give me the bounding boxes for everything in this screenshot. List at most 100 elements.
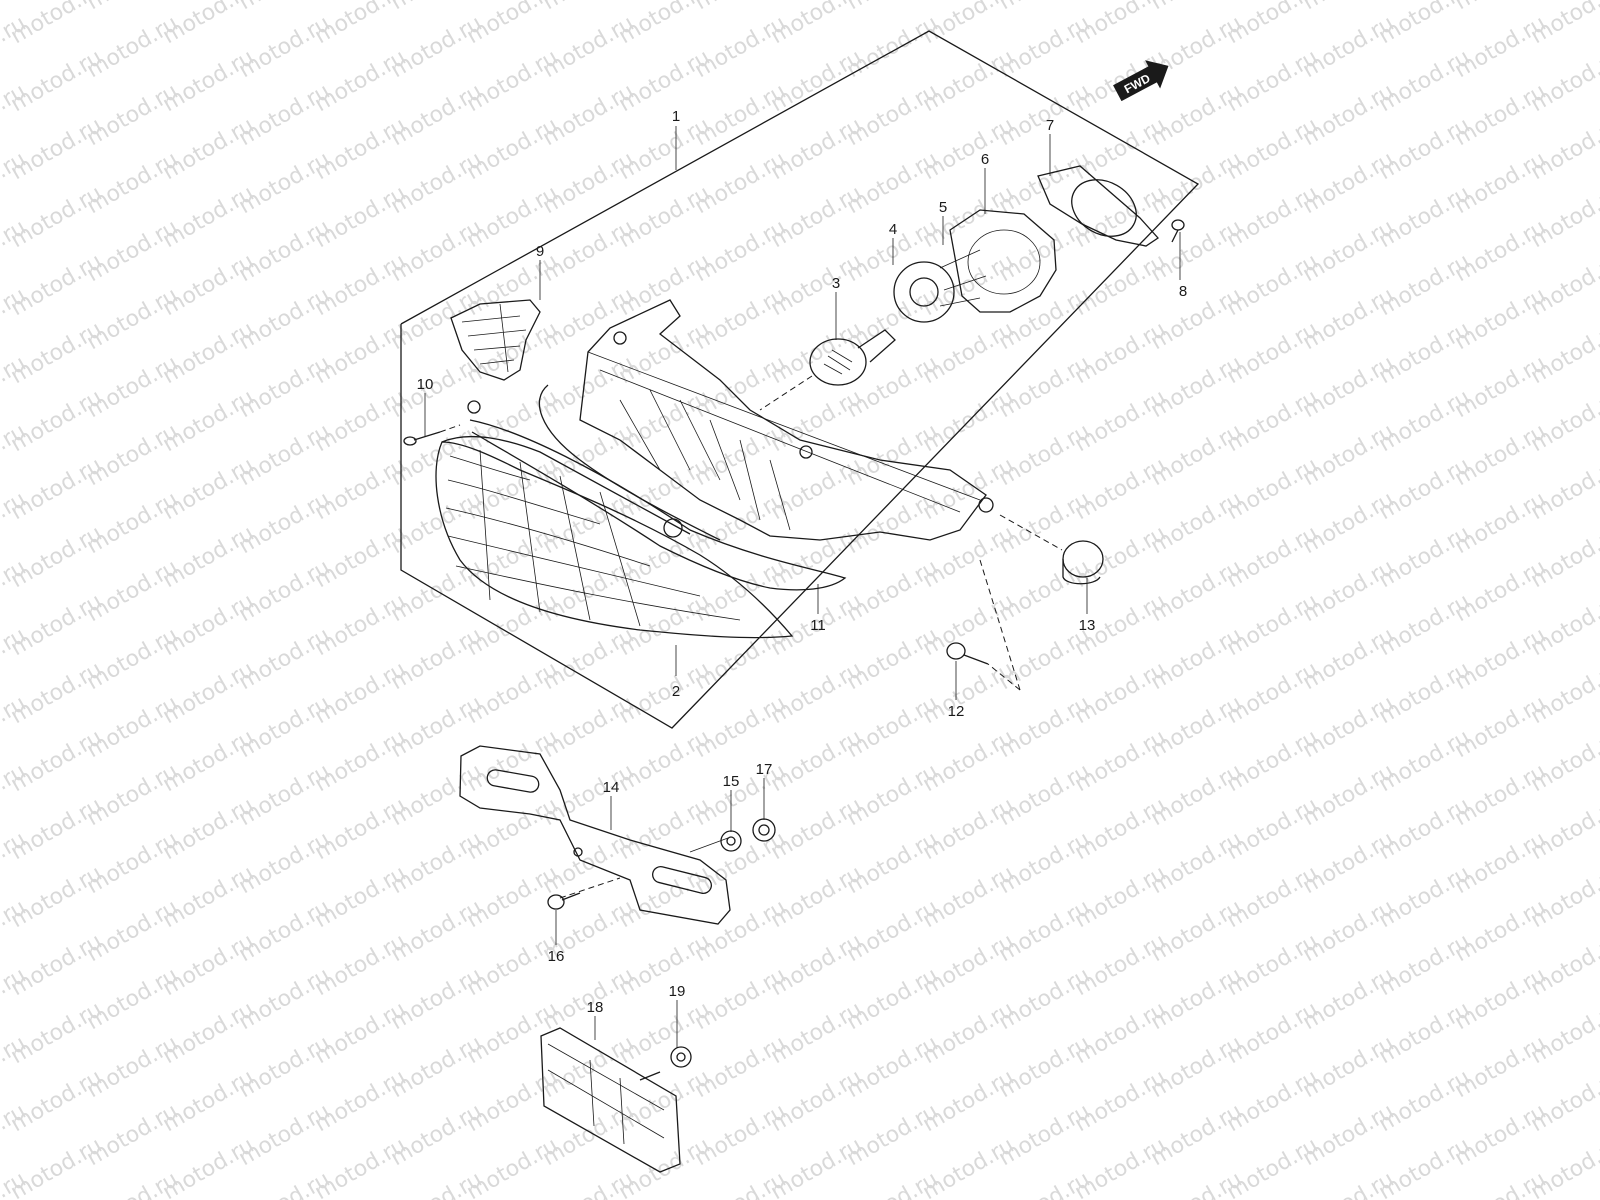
callout-19: 19: [669, 983, 686, 1000]
watermark-text: motod.ru: [1451, 691, 1551, 763]
watermark-text: motod.ru: [235, 895, 335, 967]
watermark-text: motod.ru: [1147, 555, 1247, 627]
watermark-text: motod.ru: [539, 283, 639, 355]
watermark-text: motod.ru: [691, 1167, 791, 1200]
watermark-text: motod.ru: [387, 827, 487, 899]
watermark-text: motod.ru: [387, 11, 487, 83]
tail-lamp-lens: [435, 436, 794, 639]
watermark-text: motod.ru: [235, 827, 335, 899]
watermark-text: motod.ru: [463, 793, 563, 865]
watermark-text: motod.ru: [311, 249, 411, 321]
watermark-text: motod.ru: [7, 385, 107, 457]
watermark-text: motod.ru: [615, 317, 715, 389]
watermark-text: motod.ru: [463, 45, 563, 117]
watermark-text: motod.ru: [767, 249, 867, 321]
watermark-text: motod.ru: [463, 929, 563, 1001]
watermark-text: motod.ru: [767, 521, 867, 593]
watermark-text: motod.ru: [159, 929, 259, 1001]
watermark-text: motod.ru: [7, 997, 107, 1069]
watermark-text: motod.ru: [1299, 1031, 1399, 1103]
watermark-text: motod.ru: [995, 215, 1095, 287]
watermark-text: motod.ru: [1451, 895, 1551, 967]
watermark-text: motod.ru: [843, 487, 943, 559]
watermark-text: motod.ru: [615, 453, 715, 525]
watermark-text: motod.ru: [7, 249, 107, 321]
watermark-text: motod.ru: [159, 793, 259, 865]
watermark-text: motod.ru: [767, 181, 867, 253]
watermark-text: motod.ru: [1299, 963, 1399, 1035]
watermark-text: motod.ru: [7, 453, 107, 525]
watermark-text: motod.ru: [1375, 725, 1475, 797]
watermark-text: motod.ru: [387, 623, 487, 695]
watermark-text: motod.ru: [235, 11, 335, 83]
watermark-text: motod.ru: [1375, 181, 1475, 253]
watermark-text: motod.ru: [691, 691, 791, 763]
watermark-text: motod.ru: [767, 113, 867, 185]
watermark-text: motod.ru: [691, 11, 791, 83]
watermark-text: motod.ru: [1223, 589, 1323, 661]
watermark-text: motod.ru: [235, 79, 335, 151]
watermark-text: motod.ru: [1071, 385, 1171, 457]
watermark-text: motod.ru: [919, 793, 1019, 865]
watermark-text: motod.ru: [159, 453, 259, 525]
watermark-text: motod.ru: [159, 589, 259, 661]
watermark-text: motod.ru: [1147, 963, 1247, 1035]
watermark-text: motod.ru: [387, 79, 487, 151]
watermark-text: motod.ru: [1375, 997, 1475, 1069]
watermark-text: motod.ru: [235, 419, 335, 491]
watermark-text: motod.ru: [539, 691, 639, 763]
watermark-text: motod.ru: [843, 895, 943, 967]
lens-gasket: [469, 384, 847, 591]
callout-2: 2: [672, 683, 680, 700]
watermark-text: motod.ru: [1071, 317, 1171, 389]
watermark-text: motod.ru: [615, 929, 715, 1001]
watermark-text: motod.ru: [995, 1031, 1095, 1103]
watermark-text: motod.ru: [691, 895, 791, 967]
watermark-text: motod.ru: [1451, 623, 1551, 695]
watermark-text: motod.ru: [1071, 1065, 1171, 1137]
watermark-text: motod.ru: [1299, 147, 1399, 219]
watermark-text: motod.ru: [1451, 351, 1551, 423]
watermark-text: motod.ru: [995, 351, 1095, 423]
watermark-text: motod.ru: [1299, 283, 1399, 355]
watermark-text: motod.ru: [7, 861, 107, 933]
washer: [720, 830, 742, 852]
watermark-text: motod.ru: [1375, 249, 1475, 321]
watermark-text: motod.ru: [843, 691, 943, 763]
watermark-text: motod.ru: [767, 317, 867, 389]
callout-1: 1: [672, 108, 680, 125]
watermark-text: motod.ru: [691, 487, 791, 559]
watermark-text: motod.ru: [919, 521, 1019, 593]
watermark-text: motod.ru: [995, 147, 1095, 219]
callout-11: 11: [810, 617, 826, 634]
watermark-text: motod.ru: [615, 589, 715, 661]
watermark-text: motod.ru: [83, 1031, 183, 1103]
watermark-text: motod.ru: [767, 453, 867, 525]
watermark-text: motod.ru: [1451, 963, 1551, 1035]
assembly-box: [400, 30, 1200, 729]
watermark-text: motod.ru: [1147, 215, 1247, 287]
screw-10: [403, 424, 461, 446]
watermark-text: motod.ru: [235, 691, 335, 763]
watermark-text: motod.ru: [235, 759, 335, 831]
watermark-text: motod.ru: [843, 283, 943, 355]
watermark-text: motod.ru: [7, 589, 107, 661]
watermark-text: motod.ru: [83, 1099, 183, 1171]
watermark-text: motod.ru: [311, 589, 411, 661]
watermark-text: motod.ru: [995, 79, 1095, 151]
watermark-text: motod.ru: [843, 351, 943, 423]
callout-3: 3: [832, 275, 840, 292]
watermark-text: motod.ru: [1451, 827, 1551, 899]
watermark-text: motod.ru: [919, 1065, 1019, 1137]
watermark-text: motod.ru: [235, 1167, 335, 1200]
watermark-text: motod.ru: [1375, 657, 1475, 729]
watermark-text: motod.ru: [235, 147, 335, 219]
watermark-text: motod.ru: [1071, 725, 1171, 797]
callout-15: 15: [723, 773, 740, 790]
watermark-text: motod.ru: [539, 215, 639, 287]
watermark-text: motod.ru: [1375, 589, 1475, 661]
watermark-text: motod.ru: [1223, 521, 1323, 593]
watermark-text: motod.ru: [1071, 997, 1171, 1069]
watermark-text: motod.ru: [1223, 1065, 1323, 1137]
watermark-text: motod.ru: [311, 317, 411, 389]
